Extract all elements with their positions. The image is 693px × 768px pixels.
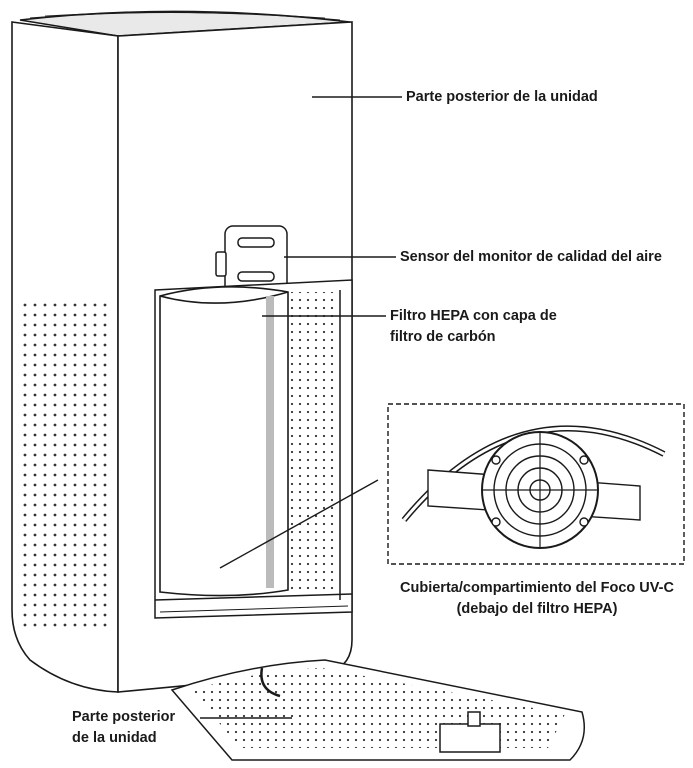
air-quality-sensor [215, 225, 288, 295]
label-hepa-line2: filtro de carbón [390, 329, 496, 345]
back-panel-cover [170, 659, 585, 761]
label-back-bottom-line1: Parte posterior [72, 709, 176, 725]
label-back-bottom: Parte posterior de la unidad [72, 707, 175, 749]
label-uvc-line2: (debajo del filtro HEPA) [456, 601, 618, 617]
label-uvc-line1: Cubierta/compartimiento del Foco UV-C [400, 580, 674, 596]
label-uvc-cover: Cubierta/compartimiento del Foco UV-C (d… [393, 578, 681, 620]
leader-lines [200, 96, 402, 719]
label-hepa-filter: Filtro HEPA con capa de filtro de carbón [390, 306, 557, 348]
label-air-quality-sensor: Sensor del monitor de calidad del aire [400, 249, 662, 265]
label-back-bottom-line2: de la unidad [72, 730, 157, 746]
hepa-filter [159, 286, 289, 597]
leader-uvc [219, 479, 379, 569]
label-hepa-line1: Filtro HEPA con capa de [390, 308, 557, 324]
uvc-inset [387, 403, 685, 565]
label-back-top: Parte posterior de la unidad [406, 89, 598, 105]
